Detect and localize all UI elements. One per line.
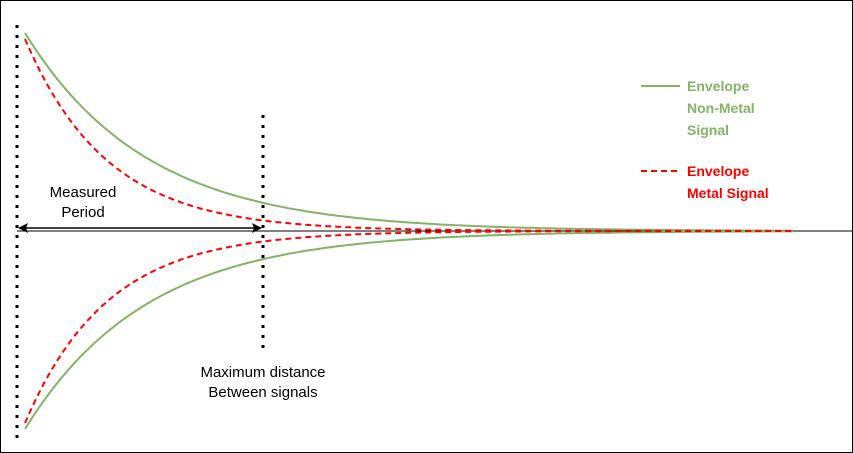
- measured-period-arrow: [18, 223, 262, 233]
- legend-entry-non-metal: Envelope Non-Metal Signal: [687, 78, 755, 138]
- legend-entry-metal: Envelope Metal Signal: [687, 163, 769, 201]
- non-metal-envelope-upper: [24, 32, 793, 232]
- metal-envelope-upper: [24, 38, 793, 232]
- non-metal-envelope-lower: [24, 230, 793, 430]
- metal-envelope-lower: [24, 230, 793, 424]
- measured-period-label: Measured Period: [49, 184, 117, 221]
- maximum-distance-label: Maximum distance Between signals: [200, 364, 326, 401]
- arrowhead-left: [18, 223, 28, 233]
- arrowhead-right: [252, 223, 262, 233]
